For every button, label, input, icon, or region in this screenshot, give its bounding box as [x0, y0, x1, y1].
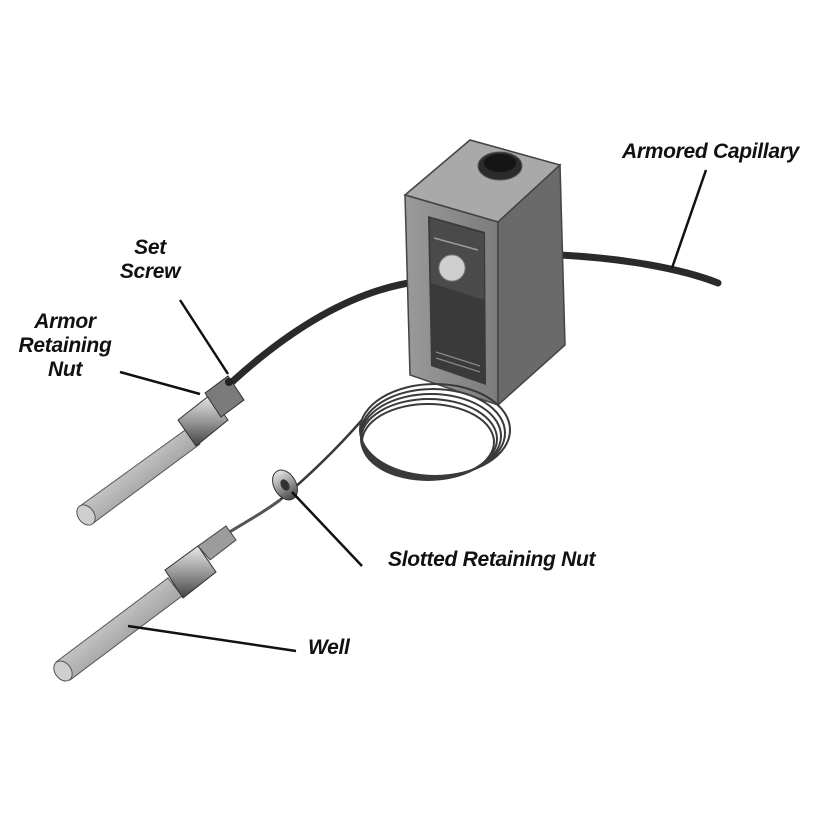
- leader-lines: [119, 169, 708, 653]
- leader-armored-capillary: [670, 169, 708, 269]
- label-armored-capillary: Armored Capillary: [622, 140, 799, 163]
- thermostat-housing: [403, 139, 566, 407]
- leader-set-screw: [178, 299, 230, 375]
- leader-slotted-retaining-nut: [291, 491, 363, 567]
- label-armor-line2: Retaining: [18, 334, 112, 357]
- label-slotted-retaining-nut: Slotted Retaining Nut: [388, 548, 596, 571]
- upper-well-assembly: [76, 375, 245, 526]
- label-armor-line1: Armor: [34, 310, 96, 333]
- label-set-screw-line1: Set: [134, 236, 166, 259]
- label-armor-line3: Nut: [47, 358, 83, 381]
- leader-well: [127, 624, 297, 653]
- label-set-screw: Set Screw: [110, 236, 190, 284]
- coiled-capillary: [224, 383, 511, 537]
- leader-armor-retaining-nut: [119, 370, 201, 396]
- lower-well-assembly: [53, 469, 298, 682]
- label-set-screw-line2: Screw: [119, 260, 181, 283]
- label-armor-retaining-nut: Armor Retaining Nut: [10, 310, 120, 382]
- label-well: Well: [308, 636, 350, 659]
- armored-capillary-cable: [228, 251, 722, 386]
